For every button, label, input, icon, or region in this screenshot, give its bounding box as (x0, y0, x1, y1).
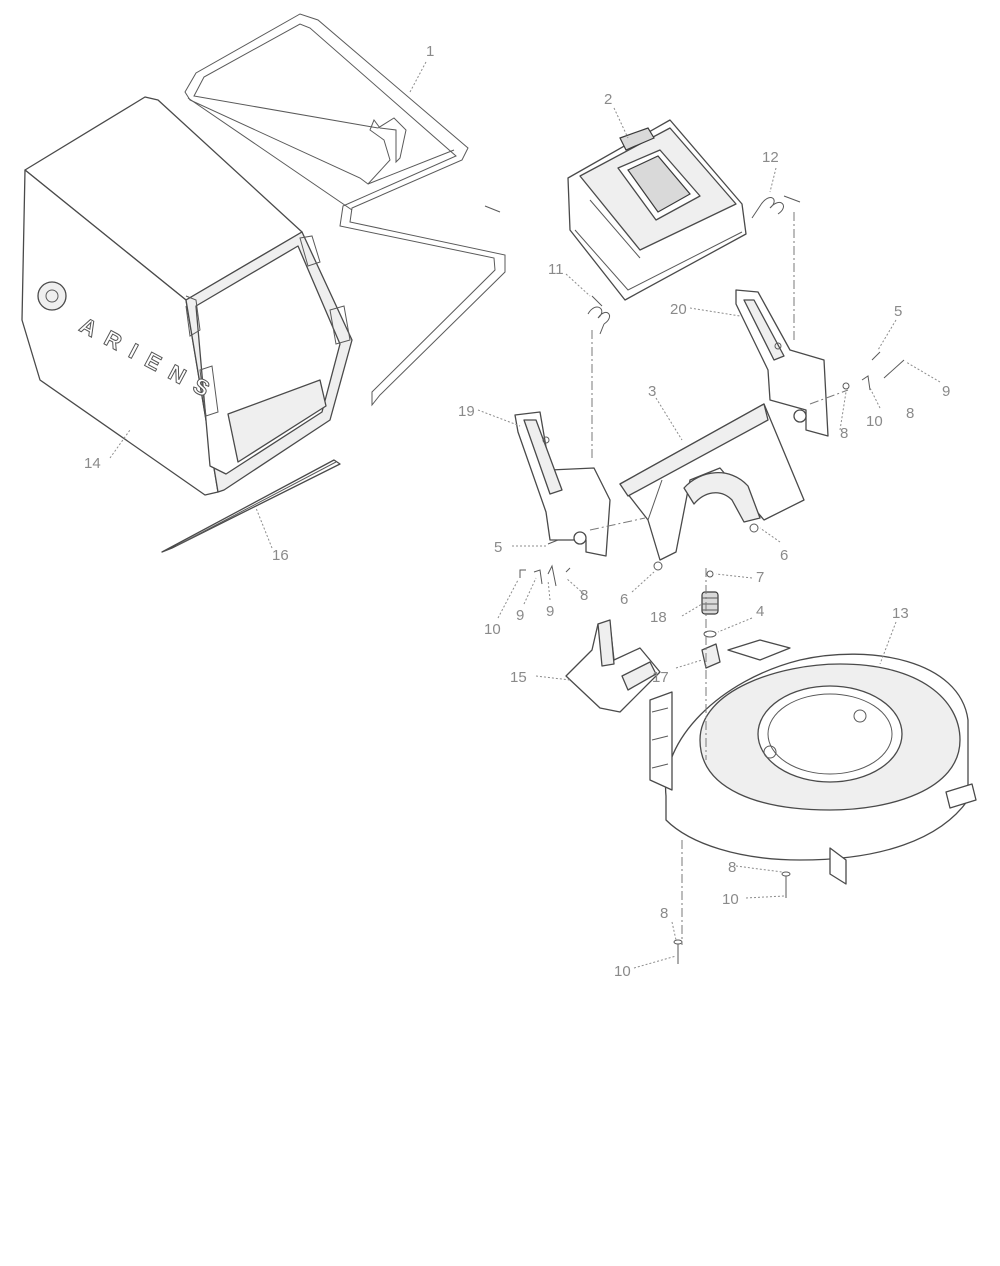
callout-9-right: 9 (942, 383, 950, 400)
callout-labels: 1 2 3 4 5 5 6 6 7 8 8 8 8 8 9 9 9 10 10 … (84, 43, 950, 980)
callout-4: 4 (756, 603, 764, 620)
callout-19: 19 (458, 403, 475, 420)
callout-5-right: 5 (894, 303, 902, 320)
callout-2: 2 (604, 91, 612, 108)
washer-4[interactable] (703, 630, 717, 638)
callout-8-right: 8 (840, 425, 848, 442)
door-spring-left[interactable] (587, 295, 610, 335)
callout-1: 1 (426, 43, 434, 60)
callout-12: 12 (762, 149, 779, 166)
bushing-18[interactable] (701, 591, 719, 615)
callout-13: 13 (892, 605, 909, 622)
callout-5-left: 5 (494, 539, 502, 556)
callout-8-deck: 8 (728, 859, 736, 876)
callout-8-left: 8 (580, 587, 588, 604)
assembly-axes (589, 212, 849, 945)
callout-10-bottom: 10 (614, 963, 631, 980)
callout-6-right: 6 (780, 547, 788, 564)
discharge-chute[interactable] (619, 403, 805, 571)
screw-7[interactable] (706, 570, 714, 578)
callout-14: 14 (84, 455, 101, 472)
ariens-logo-icon (37, 281, 67, 311)
callout-6-left: 6 (620, 591, 628, 608)
latch-bracket[interactable] (565, 619, 661, 713)
callout-10-right: 10 (866, 413, 883, 430)
callout-7: 7 (756, 569, 764, 586)
mower-deck[interactable] (649, 639, 977, 885)
callout-15: 15 (510, 669, 527, 686)
door-spring-right[interactable] (751, 195, 801, 219)
bag-frame[interactable] (184, 13, 506, 407)
callout-11: 11 (548, 261, 564, 278)
rear-door[interactable] (567, 119, 747, 301)
leader-lines (109, 61, 941, 969)
callout-8-far-right: 8 (906, 405, 914, 422)
bag-rod[interactable] (161, 459, 341, 553)
callout-3: 3 (648, 383, 656, 400)
callout-9-left-b: 9 (546, 603, 554, 620)
callout-8-bottom: 8 (660, 905, 668, 922)
fastener-hardware (519, 351, 905, 964)
left-mount-bracket[interactable] (514, 411, 611, 557)
callout-9-left-a: 9 (516, 607, 524, 624)
cam-17[interactable] (701, 643, 721, 669)
callout-10-left: 10 (484, 621, 501, 638)
grass-bag[interactable]: ARIENS (21, 96, 353, 496)
right-mount-bracket[interactable] (735, 289, 829, 437)
callout-18: 18 (650, 609, 667, 626)
callout-20: 20 (670, 301, 687, 318)
callout-10-deck: 10 (722, 891, 739, 908)
callout-16: 16 (272, 547, 289, 564)
callout-17: 17 (652, 669, 669, 686)
